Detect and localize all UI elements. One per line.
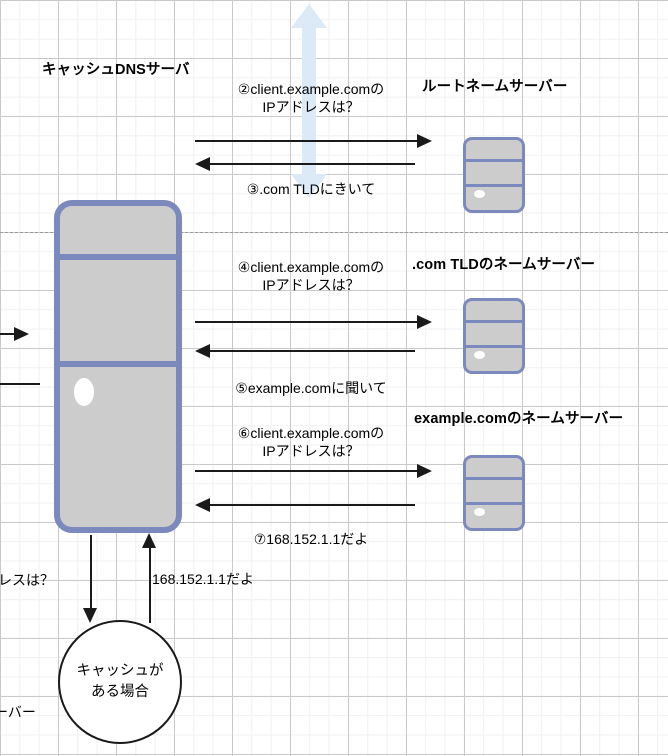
query-arrow-tld-shaft: [195, 321, 419, 323]
root-nameserver-label: ルートネームサーバー: [422, 79, 568, 95]
cache-hit-arrow-shaft: [149, 545, 151, 623]
server-led-icon: [474, 508, 485, 516]
step-2-label: ②client.example.comの IPアドレスは？: [237, 81, 385, 115]
step-3-label: ③.com TLDにきいて: [246, 181, 376, 197]
cache-store-arrow-shaft: [90, 535, 92, 613]
cache-hit-arrow-head: [142, 533, 156, 548]
server-led-icon: [474, 351, 485, 359]
example-nameserver-icon: [463, 455, 525, 531]
server-band: [60, 254, 176, 260]
query-arrow-tld-head: [417, 315, 432, 329]
server-band: [466, 320, 522, 323]
response-arrow-tld-head: [195, 344, 210, 358]
cache-store-arrow-head: [83, 608, 97, 623]
response-arrow-root-shaft: [210, 163, 415, 165]
server-band: [466, 184, 522, 187]
response-arrow-tld-shaft: [210, 350, 415, 352]
cache-dns-server-label: キャッシュDNSサーバ: [42, 62, 190, 78]
query-arrow-example-shaft: [195, 470, 419, 472]
server-led-icon: [474, 190, 485, 198]
cache-hit-circle: キャッシュが ある場合: [58, 620, 182, 744]
server-band: [466, 159, 522, 162]
cache-answer-label: 168.152.1.1だよ: [152, 571, 254, 587]
root-nameserver-icon: [463, 137, 525, 213]
section-divider: [0, 232, 668, 233]
query-arrow-root-head: [417, 134, 432, 148]
step-7-label: ⑦168.152.1.1だよ: [253, 531, 369, 547]
query-arrow-example-head: [417, 464, 432, 478]
client-response-arrow-shaft: [0, 383, 40, 385]
response-arrow-example-shaft: [210, 504, 415, 506]
server-band: [466, 477, 522, 480]
query-arrow-root-shaft: [195, 140, 419, 142]
server-band: [60, 361, 176, 367]
step-4-label: ④client.example.comの IPアドレスは？: [237, 259, 385, 293]
response-arrow-root-head: [195, 157, 210, 171]
example-nameserver-label: example.comのネームサーバー: [414, 411, 624, 427]
cache-dns-server-icon: [54, 200, 182, 533]
clipped-question-label: レスは？: [0, 572, 54, 588]
clipped-server-label: ーバー: [0, 704, 36, 720]
tld-nameserver-icon: [463, 298, 525, 374]
server-band: [466, 502, 522, 505]
blue-double-arrow-icon: [291, 4, 327, 198]
step-5-label: ⑤example.comに聞いて: [235, 380, 387, 396]
tld-nameserver-label: .com TLDのネームサーバー: [412, 257, 596, 273]
server-band: [466, 345, 522, 348]
client-query-arrow-shaft: [0, 333, 16, 335]
server-led-icon: [74, 378, 94, 406]
cache-hit-circle-label: キャッシュが ある場合: [76, 662, 164, 700]
response-arrow-example-head: [195, 498, 210, 512]
client-query-arrow-head: [14, 327, 29, 341]
step-6-label: ⑥client.example.comの IPアドレスは？: [237, 425, 385, 459]
